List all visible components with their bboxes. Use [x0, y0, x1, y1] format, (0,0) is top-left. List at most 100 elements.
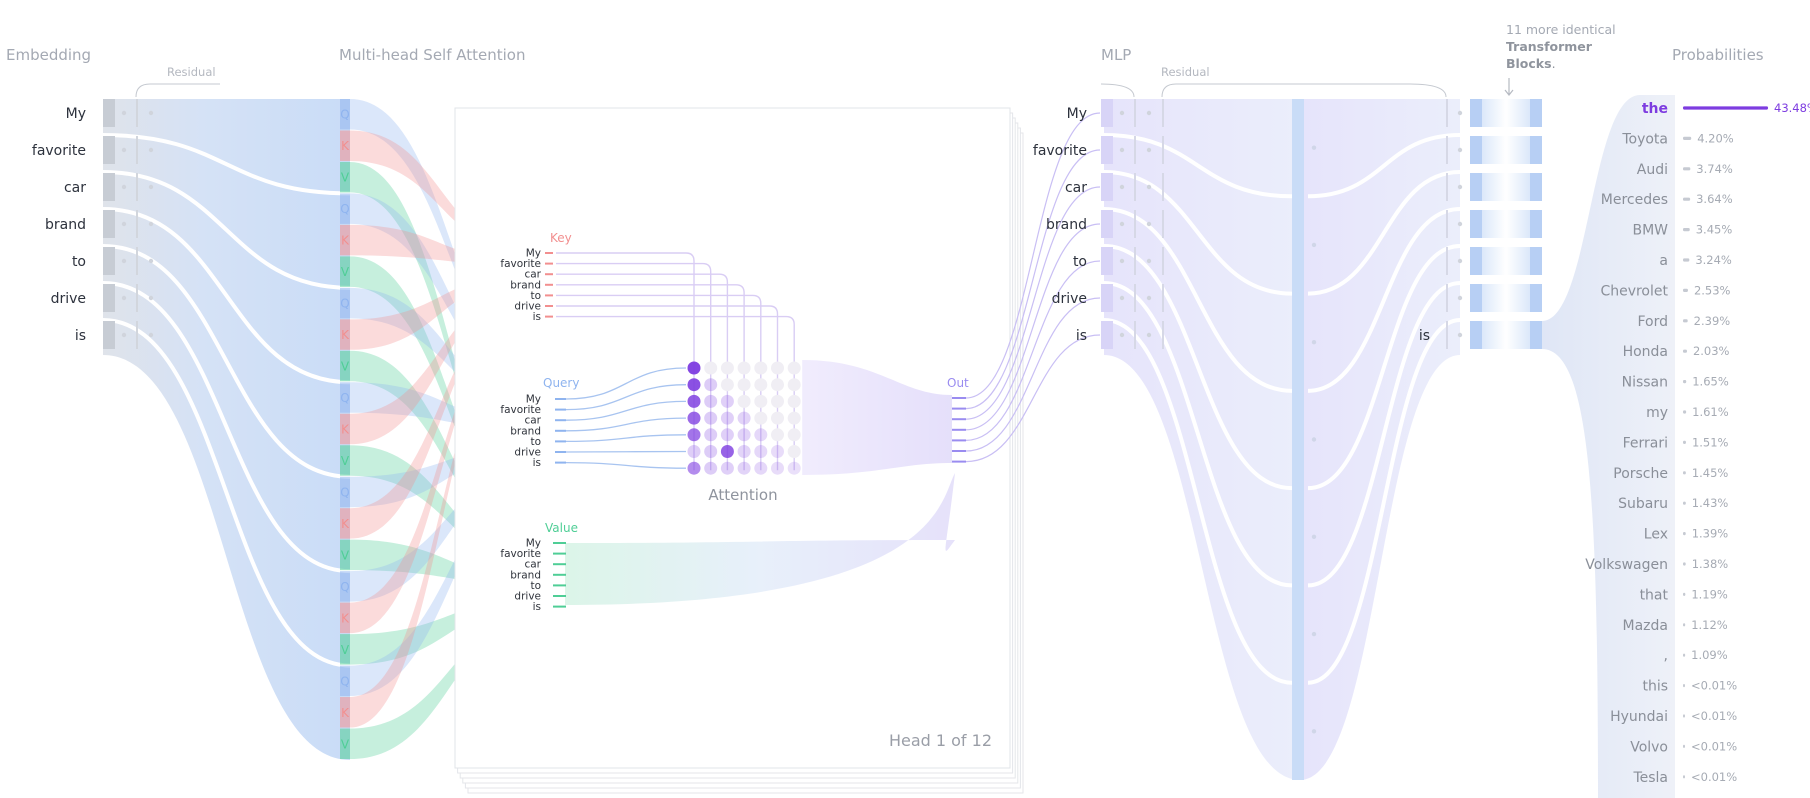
attention-cell	[787, 378, 801, 392]
probability-value: 2.39%	[1694, 314, 1731, 328]
embedding-cell	[103, 173, 115, 201]
mlp-residual-line	[1134, 210, 1136, 238]
mlp-divider	[1307, 318, 1461, 685]
key-token: to	[530, 290, 541, 302]
attention-cell	[704, 428, 718, 442]
query-to-grid-line	[565, 367, 687, 400]
note-line-3: Blocks.	[1506, 56, 1556, 71]
mlp-token: to	[1073, 254, 1087, 270]
key-to-grid-line	[556, 284, 745, 471]
probability-bar	[1683, 744, 1685, 748]
attention-cell	[720, 461, 734, 475]
query-token: My	[526, 394, 541, 406]
mlp-residual-line	[1134, 247, 1136, 275]
down-arrow-icon	[1504, 78, 1514, 96]
residual-bracket-right	[1161, 83, 1447, 98]
v-segment	[340, 350, 350, 382]
attention-cell	[720, 394, 734, 408]
probability-word: Subaru	[1618, 496, 1668, 512]
block-dot	[1457, 147, 1463, 153]
mlp-divider	[1103, 318, 1293, 685]
residual-label-right: Residual	[1161, 65, 1210, 79]
mlp-residual-line	[1134, 284, 1136, 312]
value-token: car	[524, 559, 541, 571]
mlp-residual-line	[1162, 284, 1164, 312]
embedding-cell	[103, 247, 115, 275]
attention-cell	[737, 378, 751, 392]
mlp-cell	[1101, 321, 1113, 349]
key-to-grid-line	[556, 262, 712, 471]
block-out-cell	[1530, 99, 1542, 127]
probability-word: Volkswagen	[1585, 557, 1668, 573]
q-segment	[340, 665, 350, 697]
embedding-cell	[103, 284, 115, 312]
mlp-divider	[1103, 244, 1293, 491]
attention-cell	[787, 411, 801, 425]
probability-word: Mazda	[1623, 618, 1668, 634]
embedding-token: to	[72, 254, 86, 270]
token-divider	[102, 244, 351, 479]
probability-value: 1.38%	[1692, 557, 1729, 571]
mlp-expand-flow	[1104, 99, 1300, 780]
probability-bar	[1683, 684, 1685, 688]
probability-value: 4.20%	[1697, 131, 1734, 145]
mlp-dot	[1311, 340, 1317, 345]
q-letter: Q	[340, 297, 349, 311]
value-token: to	[530, 580, 541, 592]
mlp-title: MLP	[1101, 46, 1131, 64]
probability-value: 1.09%	[1691, 648, 1728, 662]
block-dot	[1457, 295, 1463, 301]
probability-bar	[1683, 471, 1686, 475]
mlp-dot	[1119, 184, 1125, 190]
embedding-token: favorite	[32, 143, 86, 159]
probability-bar	[1683, 106, 1768, 110]
out-to-mlp-line	[965, 186, 1101, 420]
q-flow	[350, 287, 556, 422]
attention-cell	[687, 411, 701, 425]
attention-cell	[787, 394, 801, 408]
probability-bar	[1683, 167, 1691, 171]
probability-bar	[1683, 136, 1692, 140]
k-letter: K	[341, 328, 350, 342]
probability-word: Volvo	[1630, 739, 1668, 755]
block-out-cell	[1530, 210, 1542, 238]
out-to-mlp-line	[965, 334, 1101, 463]
probability-word: Ford	[1637, 314, 1668, 330]
block-dot	[1457, 221, 1463, 227]
embedding-token: drive	[51, 291, 86, 307]
embedding-token: is	[75, 328, 86, 344]
q-flow	[350, 99, 556, 401]
residual-bracket-left	[135, 83, 220, 98]
query-to-grid-line	[565, 384, 687, 411]
mlp-contract-flow	[1300, 99, 1460, 780]
mlp-cell	[1101, 284, 1113, 312]
embedding-dot	[148, 295, 154, 301]
embedding-dot	[121, 110, 127, 116]
token-divider	[102, 281, 351, 574]
embedding-dot	[121, 221, 127, 227]
attention-cell	[704, 394, 718, 408]
probability-value: 1.12%	[1691, 618, 1728, 632]
mlp-token: drive	[1052, 291, 1087, 307]
token-divider	[102, 170, 351, 290]
k-segment	[340, 602, 350, 634]
embedding-cell	[103, 99, 115, 127]
out-label: Out	[947, 376, 969, 390]
note-line-3-bold: Blocks	[1506, 56, 1552, 71]
mlp-dot	[1146, 221, 1152, 227]
attention-cell	[687, 394, 701, 408]
probability-value: 3.74%	[1696, 162, 1733, 176]
probability-bar	[1683, 653, 1686, 657]
value-token: drive	[514, 591, 541, 603]
mlp-dot	[1311, 534, 1317, 539]
embedding-title: Embedding	[6, 46, 91, 64]
k-letter: K	[341, 706, 350, 720]
q-letter: Q	[340, 391, 349, 405]
k-flow	[350, 272, 533, 350]
mlp-cell	[1101, 247, 1113, 275]
embedding-dot	[121, 332, 127, 338]
out-to-mlp-line	[965, 223, 1101, 431]
mlp-residual-line	[1134, 136, 1136, 164]
probability-bar	[1683, 440, 1686, 444]
attention-cell	[754, 445, 768, 458]
